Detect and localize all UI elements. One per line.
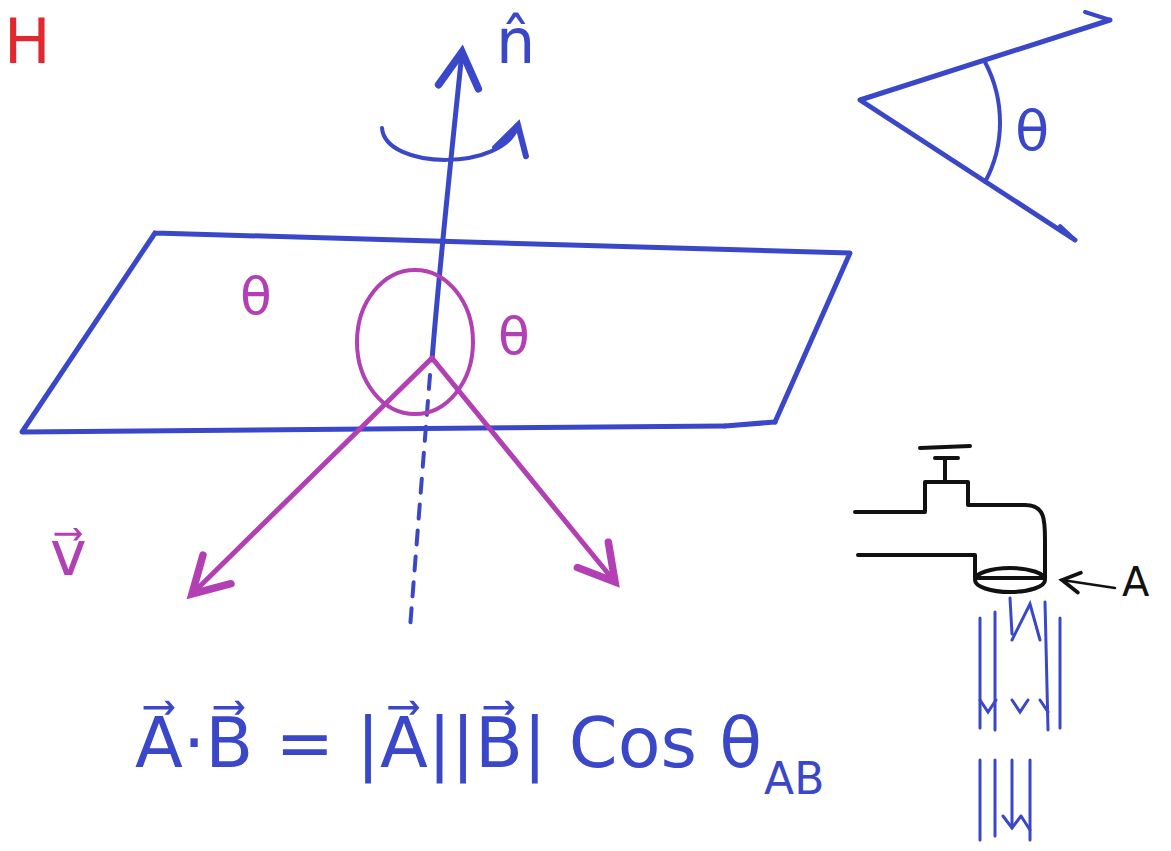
normal-axis [432,52,462,360]
faucet [855,446,1045,592]
angle-arc [357,270,473,414]
angle-label: θ [240,268,272,325]
incident-vector [192,358,432,594]
angle-label: θ [498,308,530,365]
leader-line [1062,580,1115,588]
subscript-label: AB [764,755,824,803]
water-flow [980,598,1060,840]
angle-label: θ [1015,100,1049,162]
angle-sketch [860,20,1110,240]
normal-label: n̂ [496,8,535,76]
rotation-arrow [382,125,518,160]
dot-product-formula: A⃗·B⃗ = |A⃗||B⃗| Cos θ [135,705,762,782]
plane-label: H [4,8,51,76]
vector-label: v⃗ [50,520,87,588]
angle-arc [985,62,1000,182]
area-label: A [1122,560,1149,604]
angle-sketch [1060,12,1110,240]
plane-outline [725,422,775,426]
reflected-vector [432,358,615,582]
